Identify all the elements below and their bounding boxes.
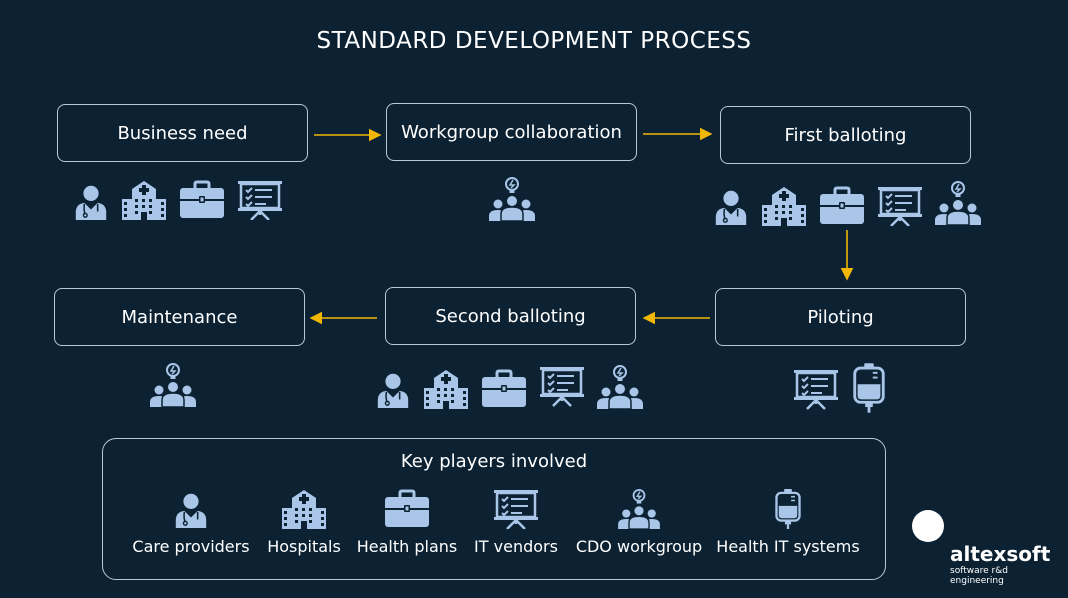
legend-item-health-plans: Health plans <box>355 489 459 556</box>
hospital-icon <box>422 368 470 410</box>
presentation-board-icon <box>792 364 840 414</box>
doctor-icon <box>712 186 750 226</box>
briefcase-icon <box>383 489 431 529</box>
step-maintenance: Maintenance <box>54 288 305 346</box>
legend-label: CDO workgroup <box>575 537 703 556</box>
legend-item-hospitals: Hospitals <box>263 489 345 556</box>
second-balloting-players <box>374 362 644 410</box>
legend-title: Key players involved <box>400 451 588 472</box>
iv-bag-icon <box>772 489 804 529</box>
step-label: Workgroup collaboration <box>401 121 622 143</box>
step-first-balloting: First balloting <box>720 106 971 164</box>
team-idea-icon <box>615 489 663 529</box>
legend-label: Care providers <box>132 537 250 556</box>
first-balloting-players <box>712 180 982 226</box>
doctor-icon <box>374 368 412 410</box>
step-label: First balloting <box>784 124 907 146</box>
business-need-players <box>72 180 284 220</box>
logo-name: altexsoft <box>950 542 1051 566</box>
team-idea-icon <box>488 176 536 222</box>
step-label: Piloting <box>807 306 874 328</box>
hospital-icon <box>280 489 328 529</box>
iv-bag-icon <box>850 362 888 414</box>
piloting-players <box>792 362 888 414</box>
team-idea-icon <box>934 180 982 226</box>
step-label: Second balloting <box>435 305 586 327</box>
briefcase-icon <box>480 368 528 410</box>
doctor-icon <box>72 182 110 220</box>
legend-label: Hospitals <box>267 537 341 556</box>
presentation-board-icon <box>538 362 586 410</box>
presentation-board-icon <box>236 180 284 220</box>
key-players-legend: Key players involved Care providers Hosp… <box>102 438 886 580</box>
hospital-icon <box>120 180 168 220</box>
legend-item-cdo-workgroup: CDO workgroup <box>575 489 703 556</box>
diagram-title: STANDARD DEVELOPMENT PROCESS <box>316 28 752 54</box>
altexsoft-logo: altexsoft software r&d engineering <box>912 510 1052 586</box>
maintenance-players <box>149 362 197 408</box>
team-idea-icon <box>596 364 644 410</box>
presentation-board-icon <box>492 489 540 529</box>
step-business-need: Business need <box>57 104 308 162</box>
step-label: Business need <box>117 122 248 144</box>
team-idea-icon <box>149 362 197 408</box>
step-workgroup-collaboration: Workgroup collaboration <box>386 103 637 161</box>
legend-item-health-it-systems: Health IT systems <box>715 489 861 556</box>
presentation-board-icon <box>876 186 924 226</box>
step-label: Maintenance <box>121 306 238 328</box>
briefcase-icon <box>178 180 226 220</box>
altexsoft-logo-mark <box>912 510 944 542</box>
hospital-icon <box>760 186 808 226</box>
legend-label: IT vendors <box>474 537 558 556</box>
legend-label: Health IT systems <box>716 537 860 556</box>
legend-item-care-providers: Care providers <box>129 489 253 556</box>
briefcase-icon <box>818 186 866 226</box>
logo-tagline: software r&d engineering <box>950 566 1008 586</box>
legend-label: Health plans <box>356 537 458 556</box>
step-piloting: Piloting <box>715 288 966 346</box>
legend-item-it-vendors: IT vendors <box>471 489 561 556</box>
doctor-icon <box>172 489 210 529</box>
workgroup-collaboration-players <box>488 176 536 222</box>
step-second-balloting: Second balloting <box>385 287 636 345</box>
